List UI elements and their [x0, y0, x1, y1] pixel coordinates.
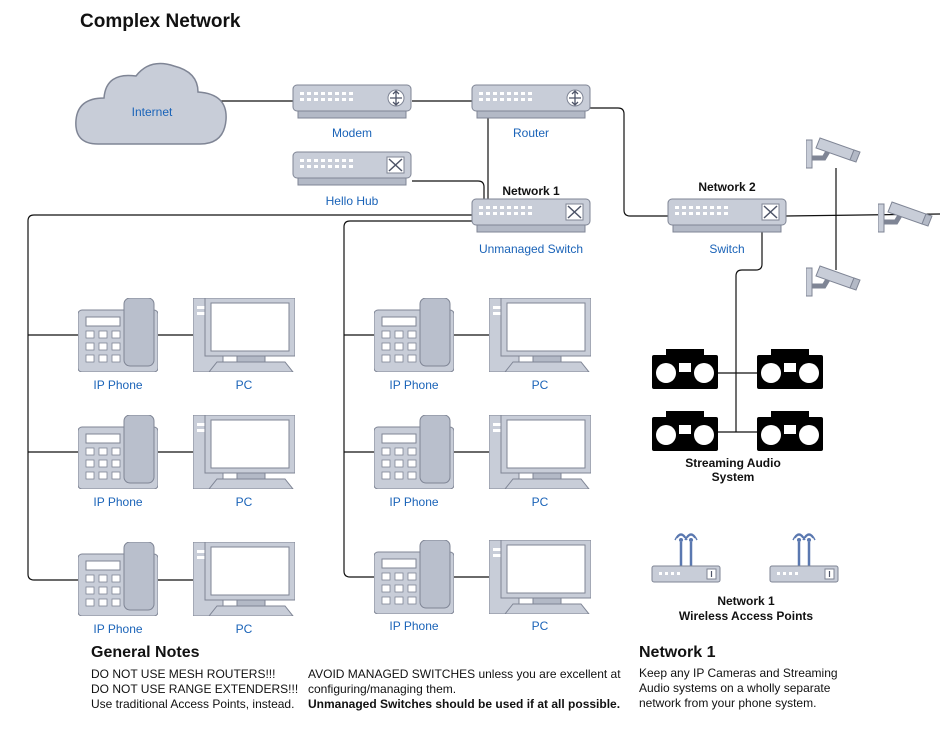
router-device [472, 85, 590, 118]
pc-icon [193, 298, 295, 372]
pc-label: PC [236, 378, 253, 392]
wireless-ap-icon [651, 532, 721, 584]
wire-phone-pc-left [158, 334, 194, 581]
general-notes-heading: General Notes [91, 644, 200, 661]
pc-icon [193, 415, 295, 489]
boombox-icon [757, 349, 823, 389]
wire-n1-bus-middle [343, 220, 472, 578]
hello-hub-device [293, 152, 411, 185]
switch2-device [668, 199, 786, 232]
pc-label: PC [236, 622, 253, 636]
wire-n1-middle-taps [344, 334, 374, 453]
ip-phone-label: IP Phone [93, 495, 142, 509]
boombox-icon [757, 411, 823, 451]
internet-cloud: Internet [75, 62, 227, 145]
wire-phone-pc-middle [454, 334, 490, 578]
streaming-audio-label-line1: Streaming Audio [685, 456, 781, 470]
wire-hellohub-switch1 [412, 180, 485, 201]
pc-icon [489, 298, 591, 372]
ip-phone-icon [78, 298, 158, 372]
network1-note-line: network from your phone system. [639, 696, 816, 710]
hello-hub-label: Hello Hub [326, 194, 379, 208]
network1-notes: Network 1 Keep any IP Cameras and Stream… [639, 644, 838, 710]
switch-note-line: AVOID MANAGED SWITCHES unless you are ex… [308, 667, 621, 681]
ip-phone-icon [374, 540, 454, 614]
wire-n1-left-taps [28, 334, 78, 453]
wire-router-switch2 [590, 107, 668, 217]
ip-phone-icon [78, 415, 158, 489]
pc-label: PC [532, 619, 549, 633]
streaming-audio-label-line2: System [712, 470, 755, 484]
wireless-ap-icon [769, 532, 839, 584]
network2-heading: Network 2 [698, 180, 756, 194]
boombox-icon [652, 411, 718, 451]
internet-label: Internet [132, 105, 173, 119]
wap-label-line1: Network 1 [717, 594, 775, 608]
wire-n1-bus-left [27, 214, 472, 581]
modem-label: Modem [332, 126, 372, 140]
switch2-label: Switch [709, 242, 744, 256]
ip-phone-label: IP Phone [389, 619, 438, 633]
network1-notes-heading: Network 1 [639, 644, 716, 661]
boombox-icon [652, 349, 718, 389]
pc-icon [489, 415, 591, 489]
wire-switch2-audio [735, 230, 763, 432]
wire-audio-taps [716, 372, 758, 433]
pc-label: PC [532, 378, 549, 392]
router-label: Router [513, 126, 549, 140]
page-title: Complex Network [80, 11, 241, 32]
pc-label: PC [532, 495, 549, 509]
ip-phone-icon [374, 415, 454, 489]
pc-icon [489, 540, 591, 614]
connections [27, 100, 941, 581]
switch-note-line: configuring/managing them. [308, 682, 456, 696]
wap-label-line2: Wireless Access Points [679, 609, 814, 623]
general-note-line: DO NOT USE RANGE EXTENDERS!!! [91, 682, 298, 696]
general-note-line: Use traditional Access Points, instead. [91, 697, 294, 711]
network1-note-line: Audio systems on a wholly separate [639, 681, 831, 695]
pc-icon [193, 542, 295, 616]
ip-phone-label: IP Phone [93, 622, 142, 636]
unmanaged-switch-label: Unmanaged Switch [479, 242, 583, 256]
ip-phone-icon [78, 542, 158, 616]
switch-notes: AVOID MANAGED SWITCHES unless you are ex… [308, 667, 621, 711]
switch-note-bold: Unmanaged Switches should be used if at … [308, 697, 620, 711]
ip-phone-icon [374, 298, 454, 372]
ip-phone-label: IP Phone [389, 378, 438, 392]
network1-switch-heading: Network 1 [502, 184, 560, 198]
general-notes: General Notes DO NOT USE MESH ROUTERS!!!… [91, 644, 298, 711]
camera-icon [878, 202, 932, 232]
modem-device [293, 85, 411, 118]
camera-icon [806, 266, 860, 296]
ip-phone-label: IP Phone [93, 378, 142, 392]
unmanaged-switch-device [472, 199, 590, 232]
ip-phone-label: IP Phone [389, 495, 438, 509]
general-note-line: DO NOT USE MESH ROUTERS!!! [91, 667, 275, 681]
network1-note-line: Keep any IP Cameras and Streaming [639, 666, 838, 680]
pc-label: PC [236, 495, 253, 509]
camera-icon [806, 138, 860, 168]
